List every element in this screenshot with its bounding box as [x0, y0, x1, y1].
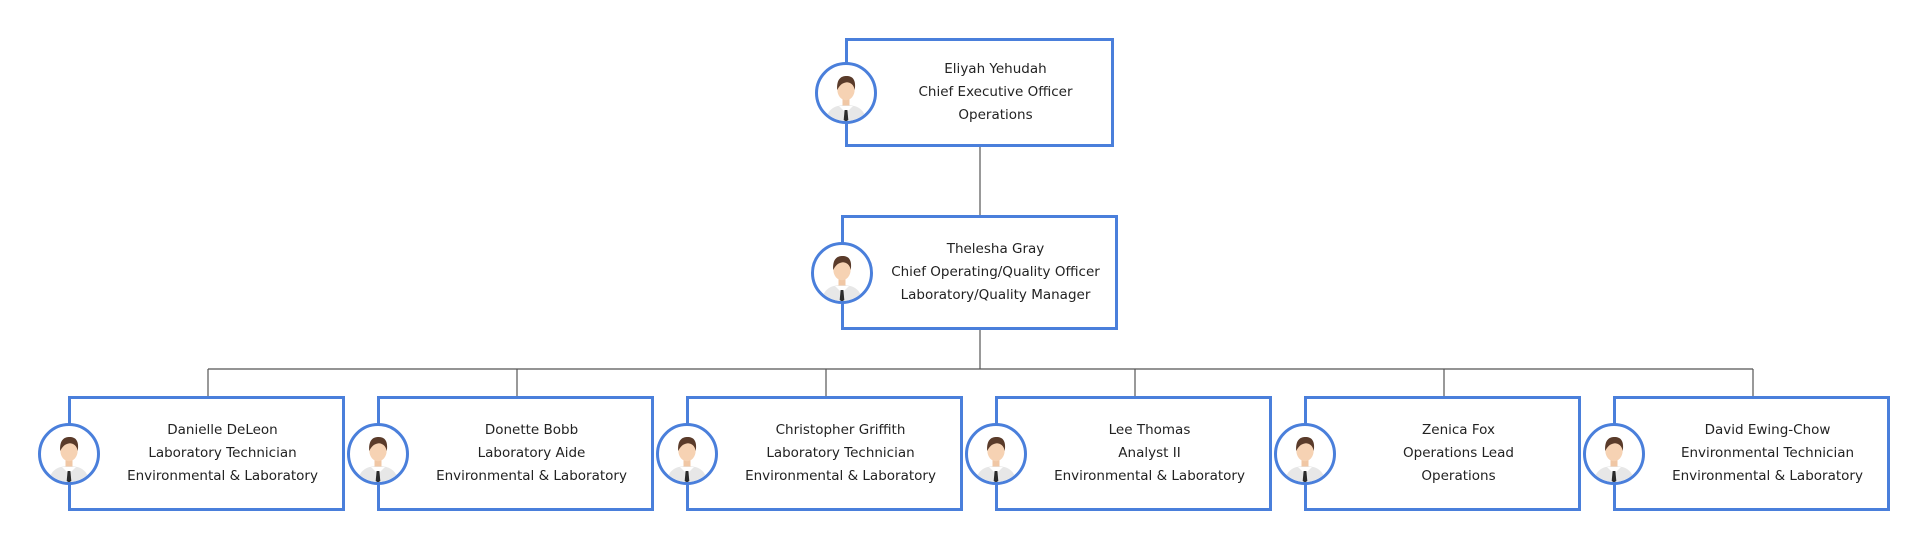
person-department: Environmental & Laboratory: [1054, 468, 1245, 484]
person-name: Danielle DeLeon: [167, 422, 278, 438]
person-title: Laboratory Technician: [766, 445, 915, 461]
node-card: [68, 396, 345, 511]
node-card: [995, 396, 1272, 511]
person-avatar-icon: [38, 423, 100, 485]
node-card: [841, 215, 1118, 330]
person-avatar-icon: [965, 423, 1027, 485]
person-title: Environmental Technician: [1680, 445, 1855, 461]
person-avatar-icon: [815, 62, 877, 124]
person-name: Donette Bobb: [484, 422, 579, 438]
person-department: Environmental & Laboratory: [1672, 468, 1863, 484]
person-department: Environmental & Laboratory: [127, 468, 318, 484]
node-card: [1613, 396, 1890, 511]
person-title: Operations Lead: [1403, 445, 1514, 461]
person-department: Laboratory/Quality Manager: [900, 287, 1091, 303]
person-title: Chief Executive Officer: [918, 84, 1073, 100]
person-title: Analyst II: [1118, 445, 1181, 461]
person-department: Operations: [958, 107, 1033, 123]
person-name: Eliyah Yehudah: [944, 61, 1047, 77]
person-department: Operations: [1421, 468, 1496, 484]
node-card: [377, 396, 654, 511]
person-title: Laboratory Technician: [148, 445, 297, 461]
node-card: [1304, 396, 1581, 511]
person-name: Christopher Griffith: [775, 422, 906, 438]
person-avatar-icon: [1274, 423, 1336, 485]
person-avatar-icon: [347, 423, 409, 485]
person-name: Zenica Fox: [1422, 422, 1495, 438]
person-name: Thelesha Gray: [946, 241, 1045, 257]
person-name: Lee Thomas: [1108, 422, 1191, 438]
person-avatar-icon: [811, 242, 873, 304]
person-name: David Ewing-Chow: [1704, 422, 1831, 438]
person-department: Environmental & Laboratory: [745, 468, 936, 484]
node-card: [686, 396, 963, 511]
node-card: [845, 38, 1114, 147]
person-avatar-icon: [1583, 423, 1645, 485]
person-department: Environmental & Laboratory: [436, 468, 627, 484]
person-title: Laboratory Aide: [477, 445, 586, 461]
person-title: Chief Operating/Quality Officer: [891, 264, 1100, 280]
person-avatar-icon: [656, 423, 718, 485]
